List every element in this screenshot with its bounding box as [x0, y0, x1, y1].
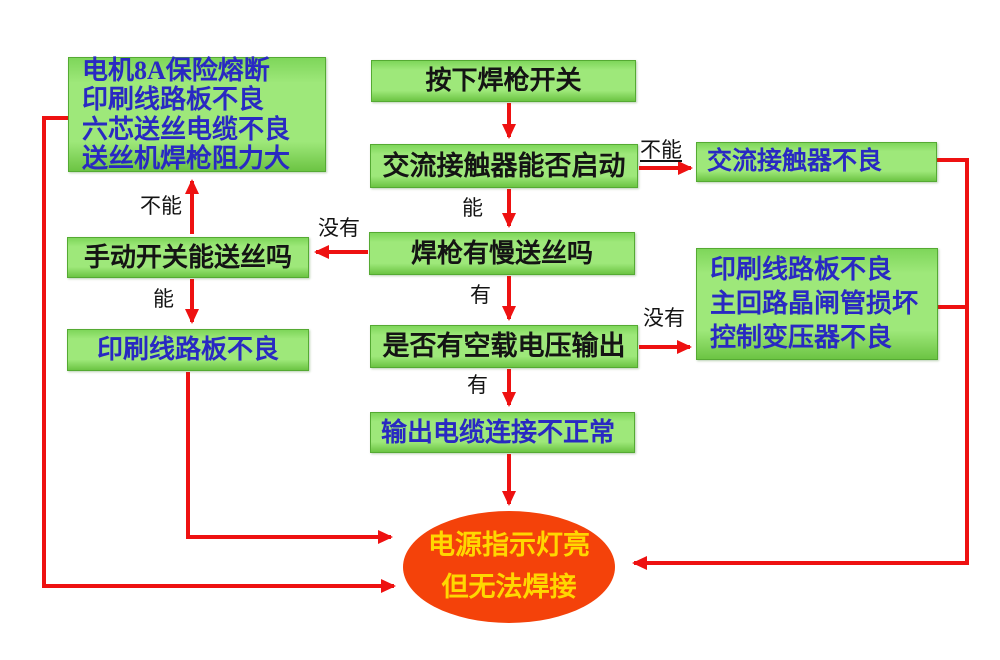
node-wirefeed-causes: 电机8A保险熔断 印刷线路板不良 六芯送丝电缆不良 送丝机焊枪阻力大	[68, 56, 326, 173]
node-voltage-causes: 印刷线路板不良 主回路晶闸管损坏 控制变压器不良	[696, 248, 938, 360]
node-pcb-bad: 印刷线路板不良	[67, 329, 309, 371]
node-contactor-bad: 交流接触器不良	[696, 142, 937, 182]
node-slow-feed: 焊枪有慢送丝吗	[369, 232, 635, 275]
arrow-pcb-bad-to-result	[186, 372, 393, 544]
node-press-trigger: 按下焊枪开关	[371, 60, 636, 102]
label-voltage-no: 没有	[643, 306, 685, 330]
node-result: 电源指示灯亮 但无法焊接	[403, 511, 615, 623]
label-slowfeed-yes: 有	[470, 283, 491, 307]
label-manual-no: 不能	[140, 194, 182, 218]
label-manual-yes: 能	[153, 287, 174, 311]
node-output-cable: 输出电缆连接不正常	[370, 412, 635, 453]
label-slowfeed-no: 没有	[318, 216, 360, 240]
label-contactor-yes: 能	[462, 196, 483, 220]
node-no-load-voltage: 是否有空载电压输出	[370, 325, 638, 368]
node-manual-switch: 手动开关能送丝吗	[67, 237, 309, 278]
label-voltage-yes: 有	[467, 373, 488, 397]
node-contactor-start: 交流接触器能否启动	[370, 144, 638, 188]
arrow-right-route-to-result	[632, 158, 969, 570]
label-contactor-no: 不能	[640, 138, 682, 162]
